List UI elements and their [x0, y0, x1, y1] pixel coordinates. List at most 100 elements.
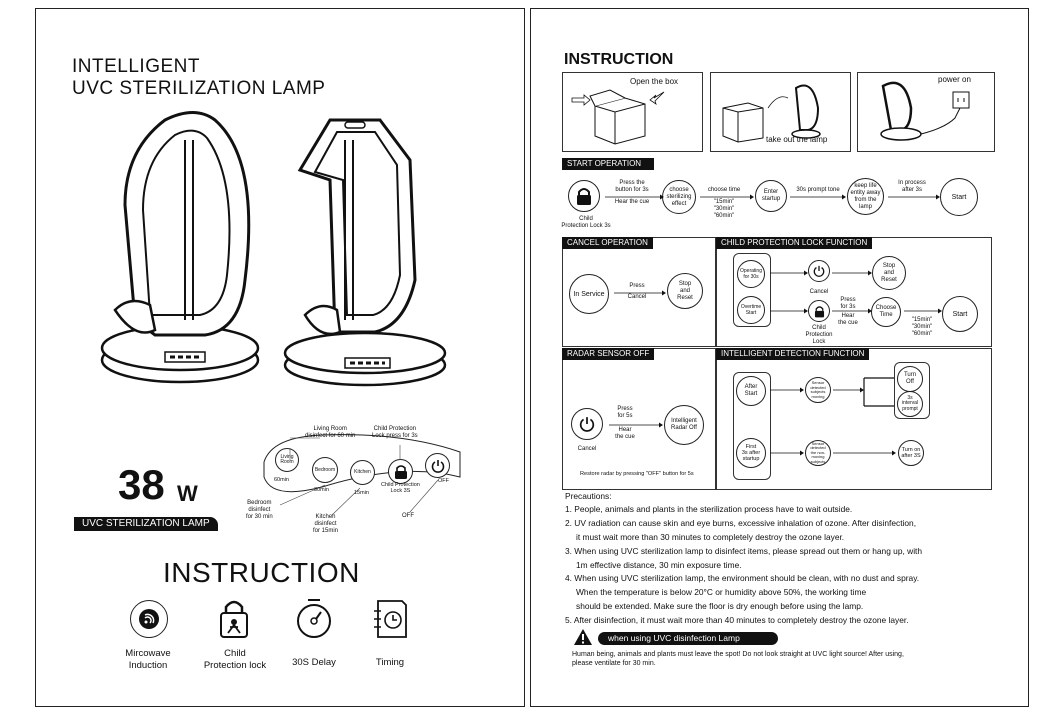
start-hear-text: Hear the cue [614, 199, 650, 205]
warning-banner: when using UVC disinfection Lamp [598, 632, 778, 645]
left-page [35, 8, 525, 707]
child-press: Press for 3s [840, 297, 856, 310]
start-in-process: In process after 3s [898, 180, 926, 193]
child-lock-title: CHILD PROTECTION LOCK FUNCTION [716, 237, 873, 249]
title-line-1: INTELLIGENT [72, 56, 200, 77]
power-icon [431, 459, 444, 473]
child-lock-left-box [733, 253, 771, 327]
callout-living-room: Living Room disinfect for 60 min [305, 426, 356, 439]
child-lock-button[interactable] [388, 459, 413, 484]
detection-title: INTELLIGENT DETECTION FUNCTION [716, 348, 870, 360]
cancel-cancel: Cancel [627, 294, 647, 300]
start-operation-title: START OPERATION [562, 158, 654, 170]
radar-press: Press for 5s [617, 406, 633, 419]
panel-label-30min: 30min [314, 487, 329, 493]
detection-left-box [733, 372, 771, 480]
callout-child-lock: Child Protection Lock press for 3s [372, 426, 418, 439]
kitchen-button[interactable]: Kitchen [350, 460, 375, 485]
precaution-line: 5. After disinfection, it must wait more… [565, 615, 909, 625]
start-keep-away: keep life entity away from the lamp [847, 178, 884, 215]
precaution-line: it must wait more than 30 minutes to com… [576, 532, 845, 542]
step-open-box-label: Open the box [630, 77, 679, 86]
warning-triangle-icon [574, 629, 592, 645]
precaution-line: When the temperature is below 20°C or hu… [576, 587, 867, 597]
start-choose-time: choose time [707, 187, 741, 193]
living-room-button[interactable]: Living Room [275, 448, 299, 472]
start-time-options: "15min" "30min" "60min" [713, 199, 735, 219]
bedroom-button[interactable]: Bedroom [312, 457, 338, 483]
panel-label-60min: 60min [274, 477, 289, 483]
panel-label-off: OFF [438, 478, 449, 484]
lamp-illustration-round [100, 111, 260, 384]
radar-restore-note: Restore radar by pressing "OFF" button f… [580, 471, 694, 477]
feature-label-child-lock: Child Protection lock [203, 648, 267, 671]
delay-icon [297, 599, 331, 638]
step-take-out [710, 72, 851, 152]
product-badge: UVC STERILIZATION LAMP [74, 517, 218, 531]
detection-sensor-non-moving: Sensor detected the non- moving subjects [805, 440, 831, 466]
cancel-arrow [614, 290, 666, 296]
step-power-on-label: power on [938, 75, 971, 84]
start-lock-icon [568, 180, 600, 212]
child-hear: Hear the cue [838, 313, 858, 326]
cancel-stop-reset: Stop and Reset [667, 273, 703, 309]
radar-hear: Hear the cue [615, 427, 635, 440]
precaution-line: 3. When using UVC sterilization lamp to … [565, 546, 923, 556]
start-prompt-tone: 30s prompt tone [796, 187, 840, 193]
detection-interval-prompt: 3s interval prompt [897, 391, 923, 417]
timing-icon [374, 600, 407, 638]
radar-arrow [609, 422, 663, 428]
precaution-line: should be extended. Make sure the floor … [576, 601, 864, 611]
child-choose-time: Choose Time [871, 297, 901, 327]
callout-off: OFF [402, 513, 414, 519]
start-operation-arrows [605, 194, 940, 200]
feature-label-microwave: Mircowave Induction [125, 648, 171, 671]
detection-right-box [894, 362, 930, 419]
child-time-options: "15min" "30min" "60min" [911, 317, 933, 337]
lock-icon [394, 464, 407, 479]
take-out-illustration [722, 84, 821, 143]
feature-label-timing: Timing [375, 657, 405, 668]
panel-label-15min: 15min [354, 490, 369, 496]
precaution-line: 1m effective distance, 30 min exposure t… [576, 560, 742, 570]
callout-kitchen: Kitchen disinfect for 15min [313, 514, 339, 534]
step-open-box [562, 72, 703, 152]
power-on-illustration [880, 81, 970, 141]
start-choose-effect: choose sterilizing effect [662, 180, 696, 214]
radar-cancel: Cancel [577, 446, 597, 452]
detection-turn-off: Turn Off [897, 366, 923, 392]
child-lock-icon [220, 600, 248, 638]
step-power-on [857, 72, 995, 152]
precaution-line: 1. People, animals and plants in the ste… [565, 504, 853, 514]
child-cancel-label: Cancel [809, 289, 829, 295]
cancel-press: Press [629, 283, 645, 289]
detection-sensor-moving: Sensor detected subjects moving [805, 377, 831, 403]
precaution-line: 2. UV radiation can cause skin and eye b… [565, 518, 917, 528]
child-lock-arrows [770, 270, 942, 314]
feature-label-delay: 30S Delay [292, 657, 336, 668]
box-icon [571, 89, 665, 145]
panel-callout-lines [279, 437, 439, 516]
start-enter-startup: Enter startup [755, 180, 787, 212]
precaution-line: 4. When using UVC sterilization lamp, th… [565, 573, 920, 583]
detection-arrows [770, 377, 896, 456]
child-start: Start [942, 296, 978, 332]
detection-first-3s: First 3s after startup [736, 438, 766, 468]
radar-power-button [571, 408, 603, 440]
start-start-node: Start [940, 178, 978, 216]
microwave-induction-icon [130, 600, 168, 638]
cancel-in-service: In Service [569, 274, 609, 314]
radar-off-node: Intelligent Radar Off [664, 405, 704, 445]
start-lock-caption: Child Protection Lock 3s [561, 216, 611, 229]
cancel-operation-title: CANCEL OPERATION [562, 237, 653, 249]
radar-title: RADAR SENSOR OFF [562, 348, 655, 360]
child-overtime: Overtime Start [737, 296, 765, 324]
power-off-button[interactable] [425, 453, 450, 478]
title-line-2: UVC STERILIZATION LAMP [72, 78, 326, 99]
child-lock-icon-node [808, 300, 830, 322]
right-page [530, 8, 1029, 707]
right-instruction-heading: INSTRUCTION [564, 51, 674, 68]
warning-text: Human being, animals and plants must lea… [572, 651, 904, 667]
precautions-title: Precautions: [565, 491, 612, 501]
detection-turn-on: Turn on after 3S [898, 440, 924, 466]
